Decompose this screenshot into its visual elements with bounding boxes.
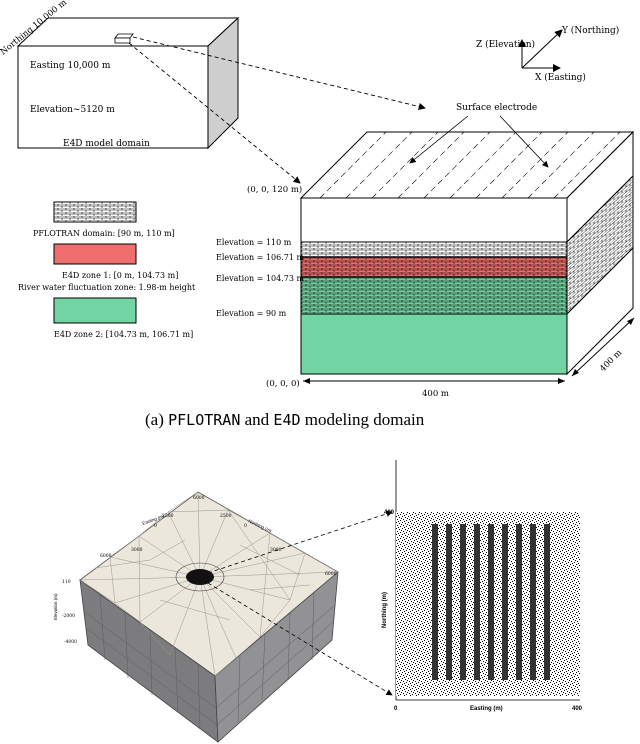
plan-x400-label: 400	[572, 706, 583, 712]
elevation-10671-label: Elevation = 106.71 m	[216, 253, 304, 262]
plan-electrode-line	[474, 524, 480, 680]
zoom-line-bottom	[128, 42, 301, 184]
plan-y400-label: 400	[384, 510, 395, 516]
legend-zone1-text: E4D zone 1: [0 m, 104.73 m]	[62, 271, 178, 280]
svg-text:6000: 6000	[100, 553, 112, 559]
depth-dimension-line	[571, 317, 635, 377]
plan-electrode-line	[432, 524, 438, 680]
mesh-tick-labels: 6000 2500 2500 0 0 3000 3000 6000 6000 1…	[62, 495, 337, 645]
domain-label: E4D model domain	[63, 139, 150, 149]
layer-zone1-red	[300, 256, 568, 278]
coord-top-label: (0, 0, 120 m)	[247, 184, 302, 195]
plan-view: 400 0 400 Easting (m) Northing (m)	[382, 460, 583, 712]
mesh-zoom-line-bottom	[207, 582, 393, 696]
svg-text:3000: 3000	[131, 547, 143, 553]
plan-electrode-line	[544, 524, 550, 680]
mesh-triangulation	[79, 491, 339, 677]
svg-text:6000: 6000	[325, 571, 337, 577]
layer-upper-white	[300, 197, 568, 243]
plan-electrode-lines	[432, 524, 550, 680]
mesh-block: 6000 2500 2500 0 0 3000 3000 6000 6000 1…	[53, 491, 339, 743]
model-block	[299, 130, 635, 376]
electrode-line	[371, 131, 439, 199]
legend-pflotran-text: PFLOTRAN domain: [90 m, 110 m]	[33, 229, 175, 238]
electrode-line	[553, 131, 621, 199]
plan-electrode-line	[446, 524, 452, 680]
width-dimension-label: 400 m	[422, 389, 449, 399]
mesh-side-lines	[83, 591, 336, 729]
svg-text:-4000: -4000	[64, 639, 77, 645]
plan-electrode-line	[488, 524, 494, 680]
svg-text:2500: 2500	[162, 513, 174, 519]
elevation-110-label: Elevation = 110 m	[216, 238, 292, 247]
svg-text:0: 0	[244, 523, 247, 529]
side-lower-white	[566, 246, 634, 376]
svg-text:3000: 3000	[270, 547, 282, 553]
mesh-elevation-label: Elevation (m)	[53, 593, 58, 620]
layer-zone2-green	[300, 276, 568, 315]
z-axis-label: Z (Elevation)	[476, 39, 535, 50]
electrode-line	[397, 131, 465, 199]
legend-zone2-swatch	[53, 297, 137, 324]
legend: PFLOTRAN domain: [90 m, 110 m] E4D zone …	[18, 201, 196, 339]
e4d-domain-block: Northing 10,000 m Easting 10,000 m Eleva…	[0, 0, 240, 150]
electrode-line	[319, 131, 387, 199]
plan-electrode-line	[516, 524, 522, 680]
plan-ylabel: Northing (m)	[382, 592, 388, 628]
zoom-line-top	[132, 36, 426, 111]
y-axis-label: Y (Northing)	[561, 25, 619, 36]
mesh-zoom-line-top	[207, 510, 393, 574]
electrode-arrow-left	[409, 115, 469, 164]
svg-text:110: 110	[62, 579, 71, 585]
caption-a: (a) PFLOTRAN and E4D modeling domain	[145, 410, 425, 429]
electrode-line	[501, 131, 569, 199]
plan-electrode-line	[530, 524, 536, 680]
plan-xlabel: Easting (m)	[470, 706, 503, 712]
electrode-line	[475, 131, 543, 199]
electrode-line	[449, 131, 517, 199]
electrode-line	[527, 131, 595, 199]
svg-text:0: 0	[154, 523, 157, 529]
plan-electrode-line	[502, 524, 508, 680]
electrode-line	[345, 131, 413, 199]
electrode-lines	[319, 131, 621, 199]
x-axis-label: X (Easting)	[535, 72, 586, 83]
mesh-refined-ring	[175, 562, 225, 592]
svg-text:6000: 6000	[193, 495, 205, 501]
depth-dimension-label: 400 m	[598, 348, 624, 374]
legend-zone1-swatch	[53, 243, 137, 265]
block-front-face	[17, 45, 209, 149]
svg-text:-2000: -2000	[62, 613, 75, 619]
legend-zone2-text: E4D zone 2: [104.73 m, 106.71 m]	[54, 330, 193, 339]
coordinate-axes: Z (Elevation) Y (Northing) X (Easting)	[476, 25, 619, 83]
electrode-arrow-right	[499, 115, 549, 168]
layer-pflotran-upper	[300, 241, 568, 258]
layer-lower-green	[300, 313, 568, 375]
y-axis-arrow	[521, 29, 563, 69]
elevation-10473-label: Elevation = 104.73 m	[216, 274, 304, 283]
elevation-label: Elevation~5120 m	[30, 105, 115, 115]
plan-x0-label: 0	[394, 706, 398, 712]
zoom-box	[114, 33, 134, 39]
legend-zone1-subtext: River water fluctuation zone: 1.98-m hei…	[18, 283, 196, 292]
easting-label: Easting 10,000 m	[30, 61, 111, 71]
legend-pflotran-swatch	[53, 201, 137, 223]
zoom-box-front	[114, 37, 131, 44]
electrode-line	[423, 131, 491, 199]
mesh-refined-center	[186, 569, 214, 585]
block-side-face	[207, 16, 239, 150]
elevation-90-label: Elevation = 90 m	[216, 309, 287, 318]
svg-text:2500: 2500	[220, 513, 232, 519]
surface-electrode-label: Surface electrode	[456, 103, 537, 113]
plan-electrode-line	[460, 524, 466, 680]
coord-origin-label: (0, 0, 0)	[266, 378, 300, 389]
